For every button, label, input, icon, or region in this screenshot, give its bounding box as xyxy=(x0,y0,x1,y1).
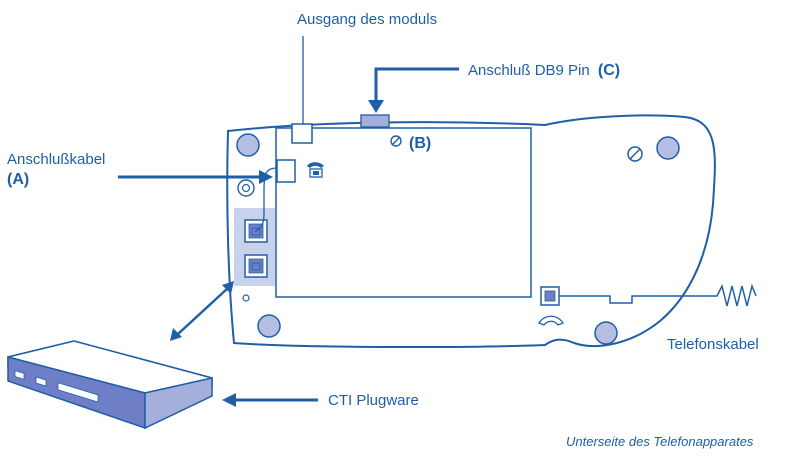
anschlusskabel-box xyxy=(276,159,296,183)
cti-module-icon xyxy=(7,340,213,430)
cti-arrow xyxy=(222,393,318,407)
cti-label: CTI Plugware xyxy=(328,392,419,409)
anschluss-db9-label: Anschluß DB9 Pin (C) xyxy=(468,62,620,79)
anschlusskabel-tag: (A) xyxy=(7,171,29,188)
ausgang-label: Ausgang des moduls xyxy=(297,11,437,28)
db9-arrow xyxy=(368,67,459,113)
anschluss-db9-text: Anschluß DB9 Pin xyxy=(468,62,590,79)
telefonskabel-label: Telefonskabel xyxy=(667,336,759,353)
telefonskabel-line xyxy=(559,283,757,307)
modul-ausgang-box xyxy=(291,123,313,144)
screw-icon xyxy=(656,136,680,160)
small-hole-icon xyxy=(242,294,250,302)
screw-slot-icon xyxy=(390,135,402,147)
b-tag: (B) xyxy=(409,135,431,152)
anschluss-db9-tag: (C) xyxy=(598,62,620,79)
screw-icon xyxy=(594,321,618,345)
screw-icon xyxy=(236,133,260,157)
phone-jack-icon xyxy=(244,254,268,278)
connection-double-arrow xyxy=(170,281,234,341)
round-socket-icon xyxy=(237,179,255,197)
display-panel xyxy=(275,127,532,298)
screw-slot-icon xyxy=(627,146,643,162)
internal-cable xyxy=(254,167,278,233)
caption: Unterseite des Telefonapparates xyxy=(566,434,754,449)
handset-icon xyxy=(307,162,324,178)
handset-icon xyxy=(538,315,564,326)
phone-jack-icon xyxy=(540,286,560,306)
screw-icon xyxy=(257,314,281,338)
anschlusskabel-arrow xyxy=(118,170,273,184)
db9-connector xyxy=(360,114,390,128)
anschlusskabel-label: Anschlußkabel xyxy=(7,151,105,168)
